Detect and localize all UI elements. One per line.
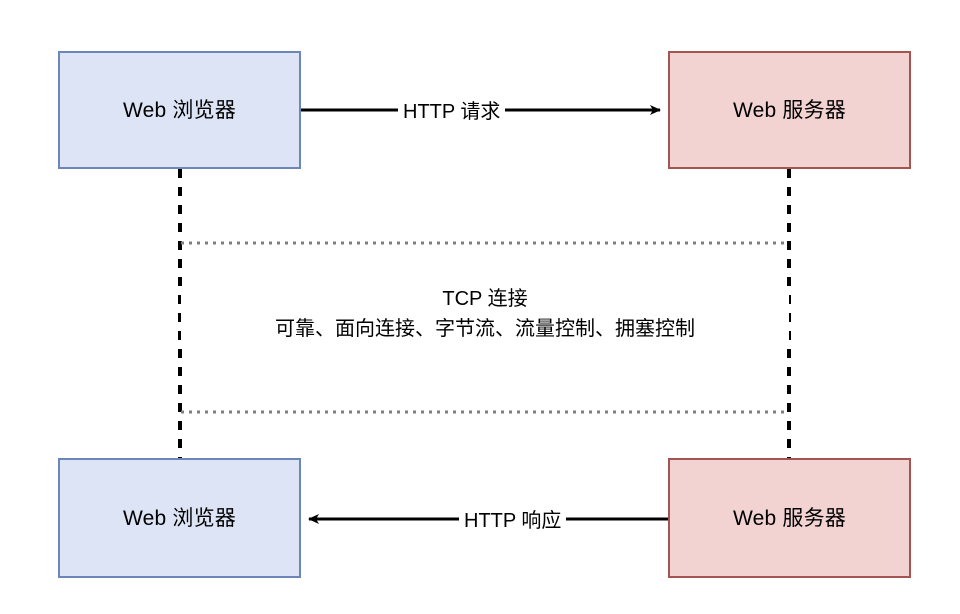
tcp-features: 可靠、面向连接、字节流、流量控制、拥塞控制 xyxy=(275,318,695,340)
node-web-server-bottom[interactable]: Web 服务器 xyxy=(668,458,911,578)
node-label: Web 服务器 xyxy=(732,98,847,122)
tcp-connection-annotation: TCP 连接 可靠、面向连接、字节流、流量控制、拥塞控制 xyxy=(181,286,789,343)
node-web-browser-top[interactable]: Web 浏览器 xyxy=(58,51,301,169)
node-web-browser-bottom[interactable]: Web 浏览器 xyxy=(58,458,301,578)
node-label: Web 服务器 xyxy=(732,506,847,530)
edge-label-http-response: HTTP 响应 xyxy=(459,509,567,533)
node-web-server-top[interactable]: Web 服务器 xyxy=(668,51,911,169)
edge-label-http-request: HTTP 请求 xyxy=(398,100,506,124)
tcp-title: TCP 连接 xyxy=(442,288,528,310)
node-label: Web 浏览器 xyxy=(122,98,237,122)
node-label: Web 浏览器 xyxy=(122,506,237,530)
